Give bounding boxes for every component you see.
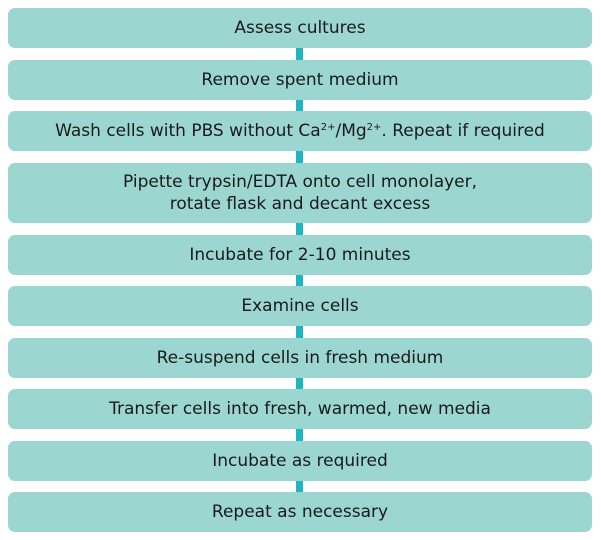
step-label: Transfer cells into fresh, warmed, new m… [109,399,491,419]
step-label-line-1: Pipette trypsin/EDTA onto cell monolayer… [122,172,478,192]
step-examine-cells: Examine cells [8,286,592,326]
step-label-suffix: . Repeat if required [381,121,545,141]
step-remove-medium: Remove spent medium [8,60,592,100]
step-label: Repeat as necessary [211,502,389,522]
step-label-mid: /Mg [335,121,367,141]
step-label-prefix: Wash cells with PBS without Ca [55,121,321,141]
step-label: Remove spent medium [201,70,399,90]
step-pipette-trypsin: Pipette trypsin/EDTA onto cell monolayer… [8,163,592,223]
step-label: Re-suspend cells in fresh medium [156,348,444,368]
step-transfer-cells: Transfer cells into fresh, warmed, new m… [8,389,592,429]
step-label: Incubate as required [212,451,388,471]
step-incubate-required: Incubate as required [8,441,592,481]
step-incubate-minutes: Incubate for 2-10 minutes [8,235,592,275]
calcium-charge: 2+ [320,122,336,133]
step-assess-cultures: Assess cultures [8,8,592,48]
step-label: Incubate for 2-10 minutes [189,245,411,265]
step-label: Wash cells with PBS without Ca2+/Mg2+. R… [55,120,545,142]
step-label: Examine cells [241,296,359,316]
step-wash-cells: Wash cells with PBS without Ca2+/Mg2+. R… [8,111,592,151]
step-label-line-2: rotate flask and decant excess [169,194,431,214]
magnesium-charge: 2+ [366,122,382,133]
step-resuspend-cells: Re-suspend cells in fresh medium [8,338,592,378]
step-label: Assess cultures [234,18,366,38]
step-repeat: Repeat as necessary [8,492,592,532]
